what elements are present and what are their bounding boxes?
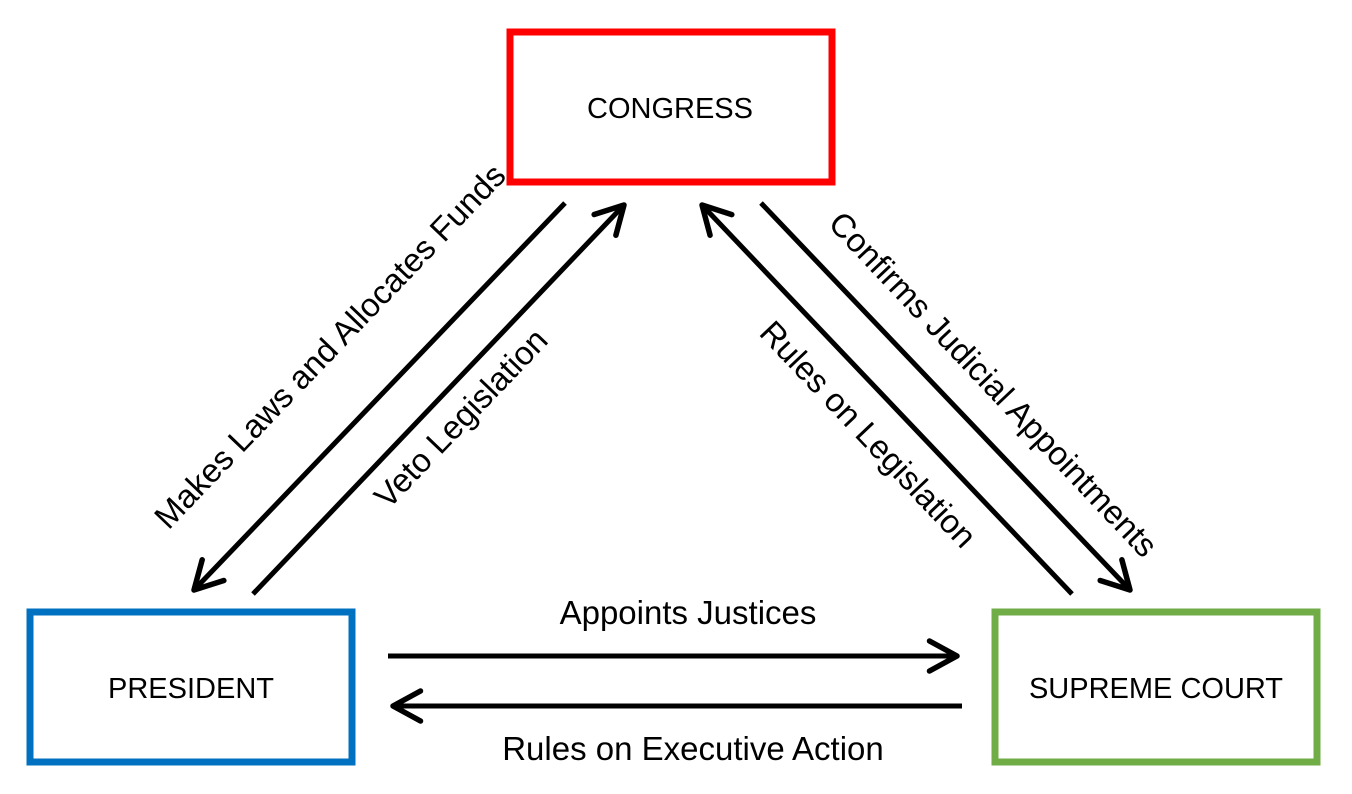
president-node: PRESIDENT: [26, 608, 356, 766]
confirms-arrow: [759, 201, 1133, 593]
makes-laws-label: Makes Laws and Allocates Funds: [147, 156, 513, 535]
rules-legislation-arrow: [699, 202, 1074, 596]
congress-node: CONGRESS: [506, 28, 836, 186]
supreme-court-box: [991, 608, 1321, 766]
rules-executive-label: Rules on Executive Action: [502, 730, 884, 767]
president-box: [26, 608, 356, 766]
president-label: PRESIDENT: [108, 673, 274, 705]
makes-laws-arrow: [191, 201, 567, 593]
appoints-label: Appoints Justices: [560, 594, 817, 631]
supreme-court-label: SUPREME COURT: [1029, 673, 1283, 705]
congress-box: [506, 28, 836, 186]
veto-label: Veto Legislation: [367, 321, 555, 515]
congress-label: CONGRESS: [587, 93, 753, 125]
supreme-court-node: SUPREME COURT: [991, 608, 1321, 766]
veto-arrow: [251, 202, 627, 596]
